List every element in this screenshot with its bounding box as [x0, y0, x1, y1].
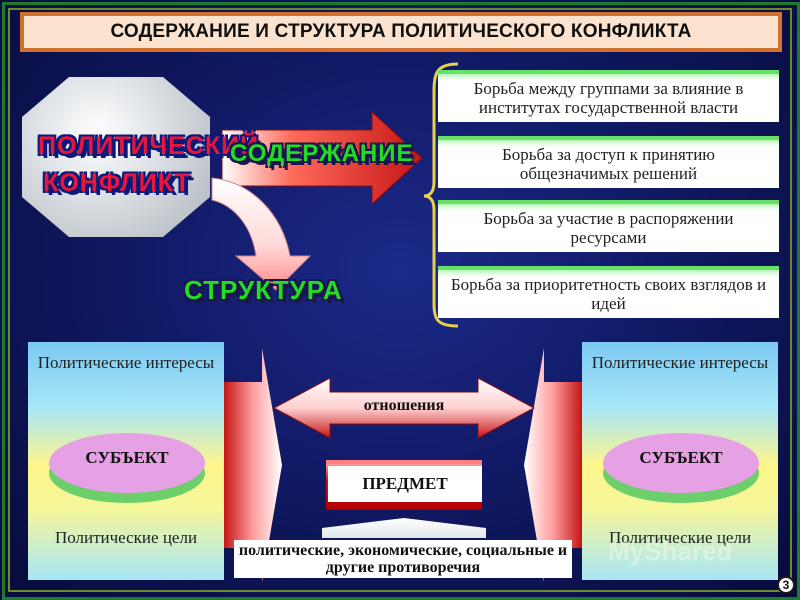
content-item-1: Борьба между группами за влияние в инсти…	[438, 70, 779, 122]
watermark: MyShared	[608, 536, 733, 566]
structure-label: СТРУКТУРА	[184, 275, 343, 305]
right-interests-label: Политические интересы	[591, 353, 769, 372]
content-arrow	[221, 110, 423, 206]
relations-label: отношения	[363, 397, 445, 414]
content-brace	[423, 62, 459, 328]
right-subject-panel: Политические интересы СУБЪЕКТ Политическ…	[582, 342, 778, 580]
page-title: СОДЕРЖАНИЕ И СТРУКТУРА ПОЛИТИЧЕСКОГО КОН…	[110, 21, 692, 42]
right-goals-label: Политические цели	[608, 528, 752, 547]
left-subject-arrow	[224, 348, 282, 582]
right-subject-label: СУБЪЕКТ	[639, 448, 723, 467]
left-subject-label: СУБЪЕКТ	[85, 448, 169, 467]
content-item-2: Борьба за доступ к принятию общезначимых…	[438, 136, 779, 188]
left-interests-label: Политические интересы	[37, 353, 215, 372]
inner-frame	[8, 8, 792, 592]
title-box: СОДЕРЖАНИЕ И СТРУКТУРА ПОЛИТИЧЕСКОГО КОН…	[20, 12, 782, 52]
structure-curved-arrow	[211, 177, 312, 291]
left-goals-label: Политические цели	[54, 528, 198, 547]
content-item-4: Борьба за приоритетность своих взглядов …	[438, 266, 779, 318]
central-label-line1: ПОЛИТИЧЕСКИЙ	[38, 132, 260, 160]
left-subject-panel: Политические интересы СУБЪЕКТ Политическ…	[28, 342, 224, 580]
right-subject-ellipse-shape	[603, 433, 759, 503]
central-label-line2: КОНФЛИКТ	[43, 169, 191, 197]
relations-double-arrow	[272, 377, 536, 439]
content-item-3: Борьба за участие в распоряжении ресурса…	[438, 200, 779, 252]
page-number: 3	[777, 576, 795, 594]
central-label: ПОЛИТИЧЕСКИЙ КОНФЛИКТ	[38, 128, 260, 202]
content-label: СОДЕРЖАНИЕ	[230, 140, 414, 167]
central-octagon	[22, 77, 210, 237]
left-subject-ellipse-shape	[49, 433, 205, 503]
contradictions-label: политические, экономические, социальные …	[234, 540, 572, 578]
right-subject-arrow	[524, 348, 582, 582]
object-label: ПРЕДМЕТ	[328, 466, 482, 502]
contradictions-up-arrow	[322, 518, 486, 538]
